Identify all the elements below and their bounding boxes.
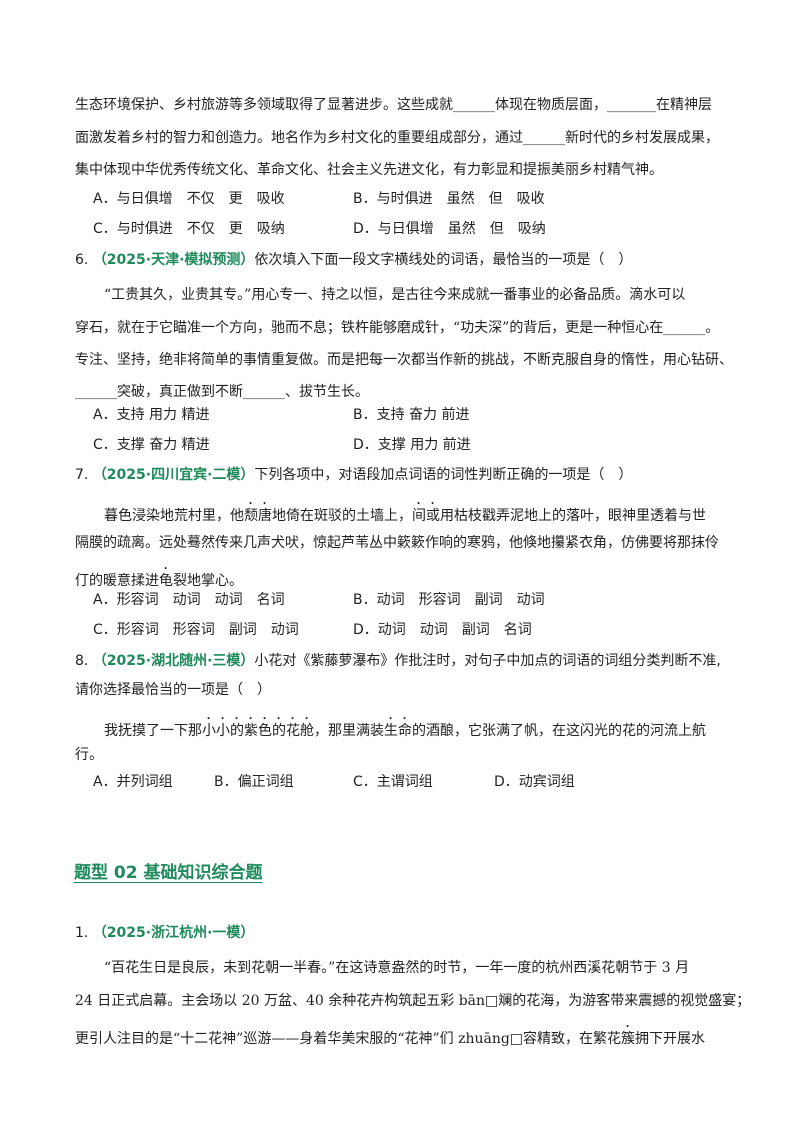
q5-option-b[interactable]: B．与时俱进 虽然 但 吸收 xyxy=(353,191,545,207)
q8-para-line-2: 行。 xyxy=(75,747,103,763)
q7-option-b[interactable]: B．动词 形容词 副词 动词 xyxy=(353,592,545,608)
q7-dotted-word: 间或 xyxy=(412,508,440,524)
q7-text: 地倚在斑驳的土墙上， xyxy=(272,508,412,524)
q8-option-d[interactable]: D．动宾词组 xyxy=(494,774,575,790)
q6-option-a[interactable]: A．支持 用力 精进 xyxy=(93,407,210,423)
q8-number: 8. xyxy=(75,653,89,669)
q5-para-line-1: 生态环境保护、乡村旅游等多领域取得了显著进步。这些成就______体现在物质层面… xyxy=(75,97,712,113)
q8-text: ，那里满装 xyxy=(314,723,384,739)
q7-source: （2025·四川宜宾·二模） xyxy=(92,467,255,483)
q6-option-b[interactable]: B．支持 奋力 前进 xyxy=(353,407,470,423)
q6-para-line-2: 穿石，就在于它瞄准一个方向，驰而不息；铁杵能够磨成针，“功夫深”的背后，更是一种… xyxy=(75,320,720,336)
q6-header: 6. （2025·天津·模拟预测）依次填入下面一段文字横线处的词语，最恰当的一项… xyxy=(75,250,632,270)
q7-header: 7. （2025·四川宜宾·二模）下列各项中，对语段加点词语的词性判断正确的一项… xyxy=(75,465,632,485)
q8-text: 的酒酿，它张满了帆，在这闪光的花的河流上航 xyxy=(412,723,706,739)
q7-text: 暮色浸染地荒村里，他 xyxy=(104,508,244,524)
q7-option-d[interactable]: D．动词 动词 副词 名词 xyxy=(353,622,532,638)
s1-number: 1. xyxy=(75,925,89,941)
s1-dotted-word: 簇 xyxy=(621,1031,636,1047)
s1-header: 1. （2025·浙江杭州·一模） xyxy=(75,923,254,943)
q8-stem: 小花对《紫藤萝瀑布》作批注时，对句子中加点的词语的词组分类判断不准, xyxy=(254,653,721,669)
q7-number: 7. xyxy=(75,467,89,483)
q7-para-line-1: 暮色浸染地荒村里，他颓唐地倚在斑驳的土墙上，间或用枯枝戳弄泥地上的落叶，眼神里透… xyxy=(104,500,706,526)
q8-text: 我抚摸了一下那 xyxy=(104,723,202,739)
q5-para-line-3: 集中体现中华优秀传统文化、革命文化、社会主义先进文化，有力彰显和提振美丽乡村精气… xyxy=(75,162,663,178)
q6-stem: 依次填入下面一段文字横线处的词语，最恰当的一项是（ ） xyxy=(254,252,633,268)
q6-source: （2025·天津·模拟预测） xyxy=(92,252,255,268)
s1-text: 拥下开展水 xyxy=(635,1031,706,1047)
q7-para-line-3: 仃的暖意揉进龟裂地掌心。 xyxy=(75,565,243,591)
q8-source: （2025·湖北随州·三模） xyxy=(92,653,255,669)
q8-para-line-1: 我抚摸了一下那小小的紫色的花舱，那里满装生命的酒酿，它张满了帆，在这闪光的花的河… xyxy=(104,715,706,741)
q7-option-c[interactable]: C．形容词 形容词 副词 动词 xyxy=(93,622,299,638)
q6-para-line-1: “工贵其久，业贵其专。”用心专一、持之以恒，是古往今来成就一番事业的必备品质。滴… xyxy=(104,287,686,303)
q8-header: 8. （2025·湖北随州·三模）小花对《紫藤萝瀑布》作批注时，对句子中加点的词… xyxy=(75,651,721,671)
q7-para-line-2: 隔膜的疏离。远处蓦然传来几声犬吠，惊起芦苇丛中簌簌作响的寒鸦，他倏地攥紧衣角，仿… xyxy=(75,535,719,551)
q8-option-a[interactable]: A．并列词组 xyxy=(93,774,173,790)
q7-dotted-word: 龟 xyxy=(159,573,173,589)
q7-text: 用枯枝戳弄泥地上的落叶，眼神里透着与世 xyxy=(440,508,706,524)
q5-option-d[interactable]: D．与日俱增 虽然 但 吸纳 xyxy=(353,221,546,237)
q7-text: 仃的暖意揉进 xyxy=(75,573,159,589)
q6-number: 6. xyxy=(75,252,89,268)
q7-option-a[interactable]: A．形容词 动词 动词 名词 xyxy=(93,592,285,608)
q6-option-c[interactable]: C．支撑 奋力 精进 xyxy=(93,437,210,453)
s1-text: 更引人注目的是“十二花神”巡游——身着华美宋服的“花神”们 zhuāng□容精致… xyxy=(75,1031,622,1047)
q8-stem-line-2: 请你选择最恰当的一项是（ ） xyxy=(75,682,271,698)
q8-option-c[interactable]: C．主谓词组 xyxy=(353,774,433,790)
s1-source: （2025·浙江杭州·一模） xyxy=(92,925,255,941)
section-heading: 题型 02 基础知识综合题 xyxy=(74,863,263,883)
q8-dotted-word: 生命 xyxy=(384,723,412,739)
q8-option-b[interactable]: B．偏正词组 xyxy=(214,774,294,790)
q8-dotted-phrase: 小小的紫色的花舱 xyxy=(202,723,314,739)
q6-para-line-4: ______突破，真正做到不断______、拔节生长。 xyxy=(75,384,369,400)
s1-para-line-2: 24 日正式启幕。主会场以 20 万盆、40 余种花卉构筑起五彩 bān□斓的花… xyxy=(75,993,751,1009)
q5-option-c[interactable]: C．与时俱进 不仅 更 吸纳 xyxy=(93,221,285,237)
q6-option-d[interactable]: D．支撑 用力 前进 xyxy=(353,437,471,453)
q5-option-a[interactable]: A．与日俱增 不仅 更 吸收 xyxy=(93,191,285,207)
q7-dotted-word: 颓唐 xyxy=(244,508,272,524)
q7-stem: 下列各项中，对语段加点词语的词性判断正确的一项是（ ） xyxy=(254,467,633,483)
q6-para-line-3: 专注、坚持，绝非将简单的事情重复做。而是把每一次都当作新的挑战，不断克服自身的惰… xyxy=(75,352,733,368)
s1-para-line-1: “百花生日是良辰，未到花朝一半春。”在这诗意盎然的时节，一年一度的杭州西溪花朝节… xyxy=(104,960,690,976)
q7-text: 裂地掌心。 xyxy=(173,573,243,589)
q5-para-line-2: 面激发着乡村的智力和创造力。地名作为乡村文化的重要组成部分，通过______新时… xyxy=(75,130,719,146)
s1-para-line-3: 更引人注目的是“十二花神”巡游——身着华美宋服的“花神”们 zhuāng□容精致… xyxy=(75,1023,705,1049)
